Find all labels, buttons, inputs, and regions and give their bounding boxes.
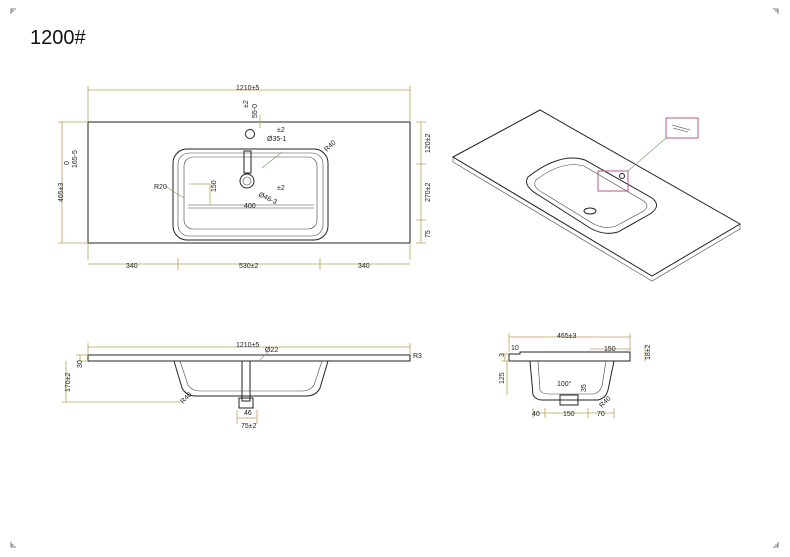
front-view: 1210±5 Ø22 R3 R40 30 170±2 46 75±2: [62, 342, 422, 430]
front-drain: [241, 360, 251, 402]
side-depth: 465±3: [557, 333, 577, 340]
bowl-inner-width: 400: [244, 203, 256, 210]
top-side-depth-1: 165-5: [72, 150, 79, 168]
iso-detail-zoom: [665, 117, 699, 139]
top-overall-depth: 465±3: [58, 182, 65, 202]
right-bottom: 75: [425, 230, 432, 238]
countertop-outline: [87, 121, 411, 244]
bowl-radius: R40: [323, 139, 337, 153]
left-edge: 340: [126, 263, 138, 270]
side-top: 3: [499, 353, 506, 357]
front-drain-dia: Ø22: [265, 347, 278, 354]
side-slab: [508, 351, 631, 362]
side-back: 10: [511, 345, 519, 352]
side-view: 465±3 3 10 150 18±2 125 100° 35 R40 40 1…: [499, 333, 652, 418]
side-bowl: [529, 360, 615, 401]
front-bowl: [173, 360, 329, 397]
front-drain-outer: 75±2: [241, 423, 257, 430]
side-bowl-radius: R40: [598, 395, 612, 409]
right-top: 120±2: [425, 133, 432, 153]
corner-marks: [10, 8, 779, 548]
bowl-outer: [172, 148, 329, 241]
tap-hole: [245, 129, 255, 139]
drain-hole: [239, 173, 255, 189]
side-drain: [559, 394, 579, 406]
iso-drain: [583, 207, 597, 215]
drain-hole-tol: ±2: [277, 185, 285, 192]
iso-tap-hole: [619, 173, 625, 179]
front-overall-width: 1210±5: [236, 342, 259, 349]
side-bottom-right: 70: [597, 411, 605, 418]
side-drain: 35: [581, 384, 588, 392]
front-slab: [87, 354, 411, 362]
side-bottom-left: 40: [532, 411, 540, 418]
side-angle: 100°: [557, 380, 572, 388]
tap-hole-tol: ±2: [277, 127, 285, 134]
right-edge: 340: [358, 263, 370, 270]
front-drain-width: 46: [244, 410, 252, 417]
top-overall-width: 1210±5: [236, 85, 259, 92]
side-bottom-mid: 150: [563, 411, 575, 418]
isometric-view: [451, 109, 741, 282]
iso-bowl: [526, 157, 657, 234]
front-total-height: 170±2: [65, 372, 72, 392]
tap-offset: 55-0: [252, 104, 259, 118]
front-edge-radius: R3: [413, 353, 422, 360]
right-mid: 270±2: [425, 182, 432, 202]
bowl-width: 530±2: [239, 263, 259, 270]
overflow-slot: [243, 150, 252, 174]
drawing-title: 1200#: [30, 27, 86, 49]
front-slab: 30: [77, 360, 84, 368]
iso-countertop: [451, 109, 741, 277]
iso-detail-box: [597, 170, 629, 192]
side-slab: 18±2: [645, 344, 652, 360]
top-side-depth-0: 0: [64, 161, 71, 165]
side-tap: 150: [604, 346, 616, 353]
tap-hole-dia: Ø35-1: [267, 136, 287, 143]
top-view: 1210±5 465±3 0 165-5 ±2 55-0 ±2 Ø35-1 R4…: [58, 85, 432, 270]
tap-offset-tol: ±2: [243, 100, 250, 108]
inner-radius: R20: [154, 184, 167, 191]
drain-hole-dia: Ø46-3: [257, 191, 278, 206]
front-drain-cap: [238, 397, 254, 409]
bowl-depth: 150: [211, 180, 218, 192]
side-height: 125: [499, 372, 506, 384]
front-bowl-radius: R40: [179, 391, 193, 405]
